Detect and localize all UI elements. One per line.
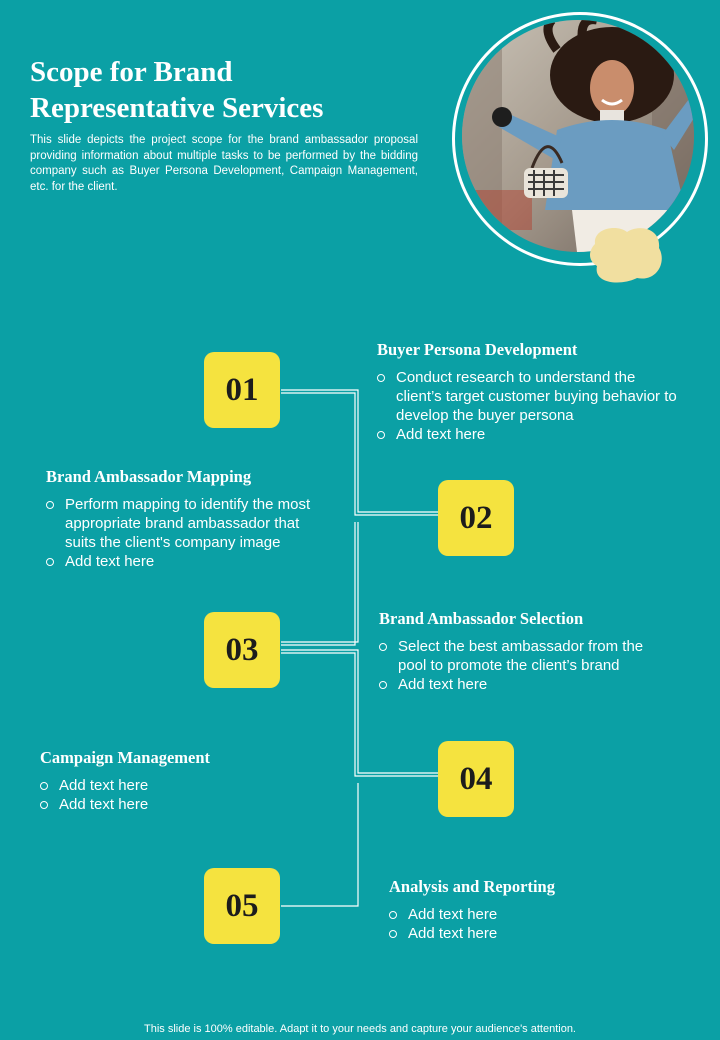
step-03-bullet-1: Select the best ambassador from the pool…	[379, 637, 669, 675]
step-03-bullets: Select the best ambassador from the pool…	[379, 637, 669, 694]
step-04-number-box: 04	[438, 741, 514, 817]
step-03-content: Brand Ambassador Selection Select the be…	[379, 609, 669, 694]
step-01-title: Buyer Persona Development	[377, 340, 578, 359]
step-05-bullet-2: Add text here	[389, 924, 649, 943]
step-02-content: Brand Ambassador Mapping Perform mapping…	[46, 467, 331, 571]
step-04-bullet-1: Add text here	[40, 776, 300, 795]
step-04-content: Campaign Management Add text here Add te…	[40, 748, 300, 814]
step-05-bullet-1: Add text here	[389, 905, 649, 924]
step-05-number-box: 05	[204, 868, 280, 944]
step-04-title: Campaign Management	[40, 748, 211, 767]
step-01-content: Buyer Persona Development Conduct resear…	[377, 340, 677, 444]
slide-description: This slide depicts the project scope for…	[30, 134, 418, 193]
step-03-title: Brand Ambassador Selection	[379, 609, 584, 628]
step-01-bullets: Conduct research to understand the clien…	[377, 368, 677, 444]
step-05-bullets: Add text here Add text here	[389, 905, 649, 943]
footer-note: This slide is 100% editable. Adapt it to…	[144, 1023, 576, 1035]
step-03-bullet-2: Add text here	[379, 675, 669, 694]
step-02-bullet-2: Add text here	[46, 552, 331, 571]
hero-photo-frame	[450, 10, 720, 290]
step-02-bullet-1: Perform mapping to identify the most app…	[46, 495, 331, 552]
step-05-title: Analysis and Reporting	[389, 877, 555, 896]
step-02-number-box: 02	[438, 480, 514, 556]
step-04-bullet-2: Add text here	[40, 795, 300, 814]
step-02-bullets: Perform mapping to identify the most app…	[46, 495, 331, 571]
step-01-bullet-1: Conduct research to understand the clien…	[377, 368, 677, 425]
step-03-number-box: 03	[204, 612, 280, 688]
page-title: Scope for Brand Representative Services	[30, 54, 430, 126]
step-04-bullets: Add text here Add text here	[40, 776, 300, 814]
step-01-bullet-2: Add text here	[377, 425, 677, 444]
step-02-title: Brand Ambassador Mapping	[46, 467, 252, 486]
title-line-2: Representative Services	[30, 92, 324, 124]
title-line-1: Scope for Brand	[30, 56, 233, 88]
step-05-content: Analysis and Reporting Add text here Add…	[389, 877, 649, 943]
decorative-blob	[590, 228, 662, 283]
step-01-number-box: 01	[204, 352, 280, 428]
photo-ring	[452, 12, 708, 266]
